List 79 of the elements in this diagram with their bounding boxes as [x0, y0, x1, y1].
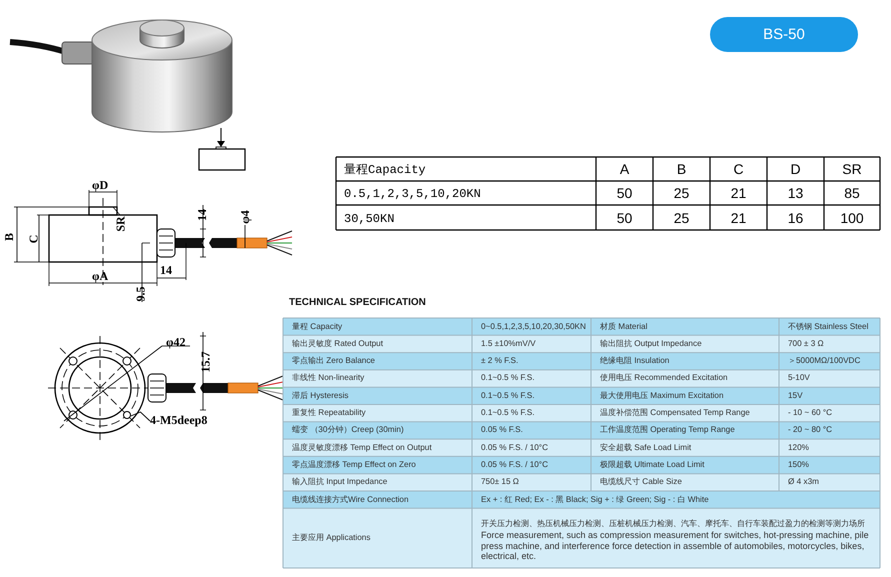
- row-header: 30,50KN: [344, 212, 394, 224]
- dimension-label: 9.5: [134, 286, 146, 302]
- spec-value: 15V: [788, 392, 803, 400]
- leader-line: [130, 411, 150, 422]
- spec-value: Force measurement, such as compression measurement for switches, hot-pressing machine, pile press machine, and interference force detection in assemble of automobiles, motorcycles, bikes, electrical, etc.: [481, 530, 870, 562]
- spec-label: 蠕变 （30分钟）Creep (30min): [292, 426, 404, 434]
- table-value: 100: [839, 210, 865, 224]
- spec-value: 0.1~0.5 % F.S.: [481, 409, 534, 418]
- dimension-label: SR: [114, 216, 127, 232]
- spec-label: 输出灵敏度 Rated Output: [292, 340, 383, 348]
- spec-label: 极限超载 Ultimate Load Limit: [600, 460, 704, 470]
- spec-value: 不锈钢 Stainless Steel: [788, 322, 868, 331]
- spec-label: 工作温度范围 Operating Temp Range: [600, 426, 735, 434]
- spec-label: 输出阻抗 Output Impedance: [600, 340, 702, 348]
- spec-value: ± 2 % F.S.: [481, 357, 518, 366]
- table-value: 16: [786, 210, 804, 224]
- section-heading: TECHNICAL SPECIFICATION: [289, 298, 426, 308]
- spec-label: 电缆线连接方式Wire Connection: [292, 496, 409, 504]
- column-header: A: [618, 162, 630, 176]
- column-header: B: [676, 162, 688, 176]
- table-value: 25: [672, 210, 690, 224]
- spec-value: 750± 15 Ω: [481, 478, 519, 486]
- spec-label: 安全超载 Safe Load Limit: [600, 444, 692, 452]
- dimension-label: 15.7: [200, 352, 212, 372]
- spec-label: 重复性 Repeatability: [292, 409, 366, 418]
- spec-value: 120%: [788, 444, 809, 452]
- spec-label: 电缆线尺寸 Cable Size: [600, 478, 682, 486]
- spec-value: 开关压力检测、热压机械压力检测、压桩机械压力检测、汽车、摩托车、自行车装配过盈力的检测等测力场所: [481, 520, 865, 528]
- column-header: D: [789, 162, 802, 176]
- table-value: 25: [672, 186, 690, 200]
- spec-label: 温度灵敏度漂移 Temp Effect on Output: [292, 444, 432, 452]
- spec-label: 零点输出 Zero Balance: [292, 357, 375, 366]
- column-header: 量程Capacity: [344, 164, 426, 176]
- spec-label: 非线性 Non-linearity: [292, 374, 364, 383]
- dimension-label: φ4: [238, 210, 251, 224]
- spec-value: 0~0.5,1,2,3,5,10,20,30,50KN: [481, 322, 586, 331]
- spec-value: - 20 ~ 80 °C: [788, 426, 832, 434]
- spec-label: 输入阻抗 Input Impedance: [292, 478, 388, 486]
- table-value: 13: [786, 186, 804, 200]
- spec-value: 1.5 ±10%mV/V: [481, 340, 536, 348]
- dimension-label: φD: [92, 179, 108, 191]
- spec-value: ＞5000MΩ/100VDC: [788, 357, 860, 366]
- dimension-label: 14: [160, 264, 172, 276]
- dimension-label: φ42: [166, 336, 186, 348]
- dimension-label: 14: [196, 209, 208, 221]
- model-badge: BS-50: [710, 17, 858, 52]
- table-value: 21: [730, 210, 748, 224]
- column-header: C: [732, 162, 745, 176]
- table-value: 21: [730, 186, 748, 200]
- spec-value: Ex + : 红 Red; Ex - : 黑 Black; Sig + : 绿 Green; Sig - : 白 White: [481, 496, 709, 504]
- column-header: SR: [841, 162, 863, 176]
- spec-label: 温度补偿范围 Compensated Temp Range: [600, 409, 750, 418]
- spec-value: 700 ± 3 Ω: [788, 340, 824, 348]
- spec-label: 材质 Material: [600, 322, 648, 331]
- spec-value: 0.05 % F.S. / 10°C: [481, 460, 548, 470]
- spec-label: 量程 Capacity: [292, 322, 342, 331]
- spec-value: 0.05 % F.S.: [481, 426, 523, 434]
- dimension-label: φA: [92, 270, 108, 282]
- spec-value: 0.05 % F.S. / 10°C: [481, 444, 548, 452]
- spec-label: 使用电压 Recommended Excitation: [600, 374, 728, 383]
- spec-value: 150%: [788, 460, 809, 470]
- spec-label: 绝缘电阻 Insulation: [600, 357, 670, 366]
- callout-text: 4-M5deep8: [150, 414, 208, 426]
- spec-label: 零点温度漂移 Temp Effect on Zero: [292, 460, 416, 470]
- table-value: 85: [843, 186, 861, 200]
- spec-label: 主要应用 Applications: [292, 534, 370, 542]
- spec-value: Ø 4 x3m: [788, 478, 819, 486]
- spec-value: 0.1~0.5 % F.S.: [481, 374, 534, 383]
- spec-value: 5-10V: [788, 374, 810, 383]
- dimension-label: C: [27, 234, 40, 244]
- table-value: 50: [616, 186, 634, 200]
- spec-value: 0.1~0.5 % F.S.: [481, 392, 534, 400]
- row-header: 0.5,1,2,3,5,10,20KN: [344, 188, 481, 200]
- spec-label: 滞后 Hysteresis: [292, 392, 348, 400]
- dimension-label: B: [3, 233, 15, 241]
- spec-value: - 10 ~ 60 °C: [788, 409, 832, 418]
- table-value: 50: [616, 210, 634, 224]
- mounting-hole: [123, 411, 131, 419]
- spec-label: 最大使用电压 Maximum Excitation: [600, 392, 724, 400]
